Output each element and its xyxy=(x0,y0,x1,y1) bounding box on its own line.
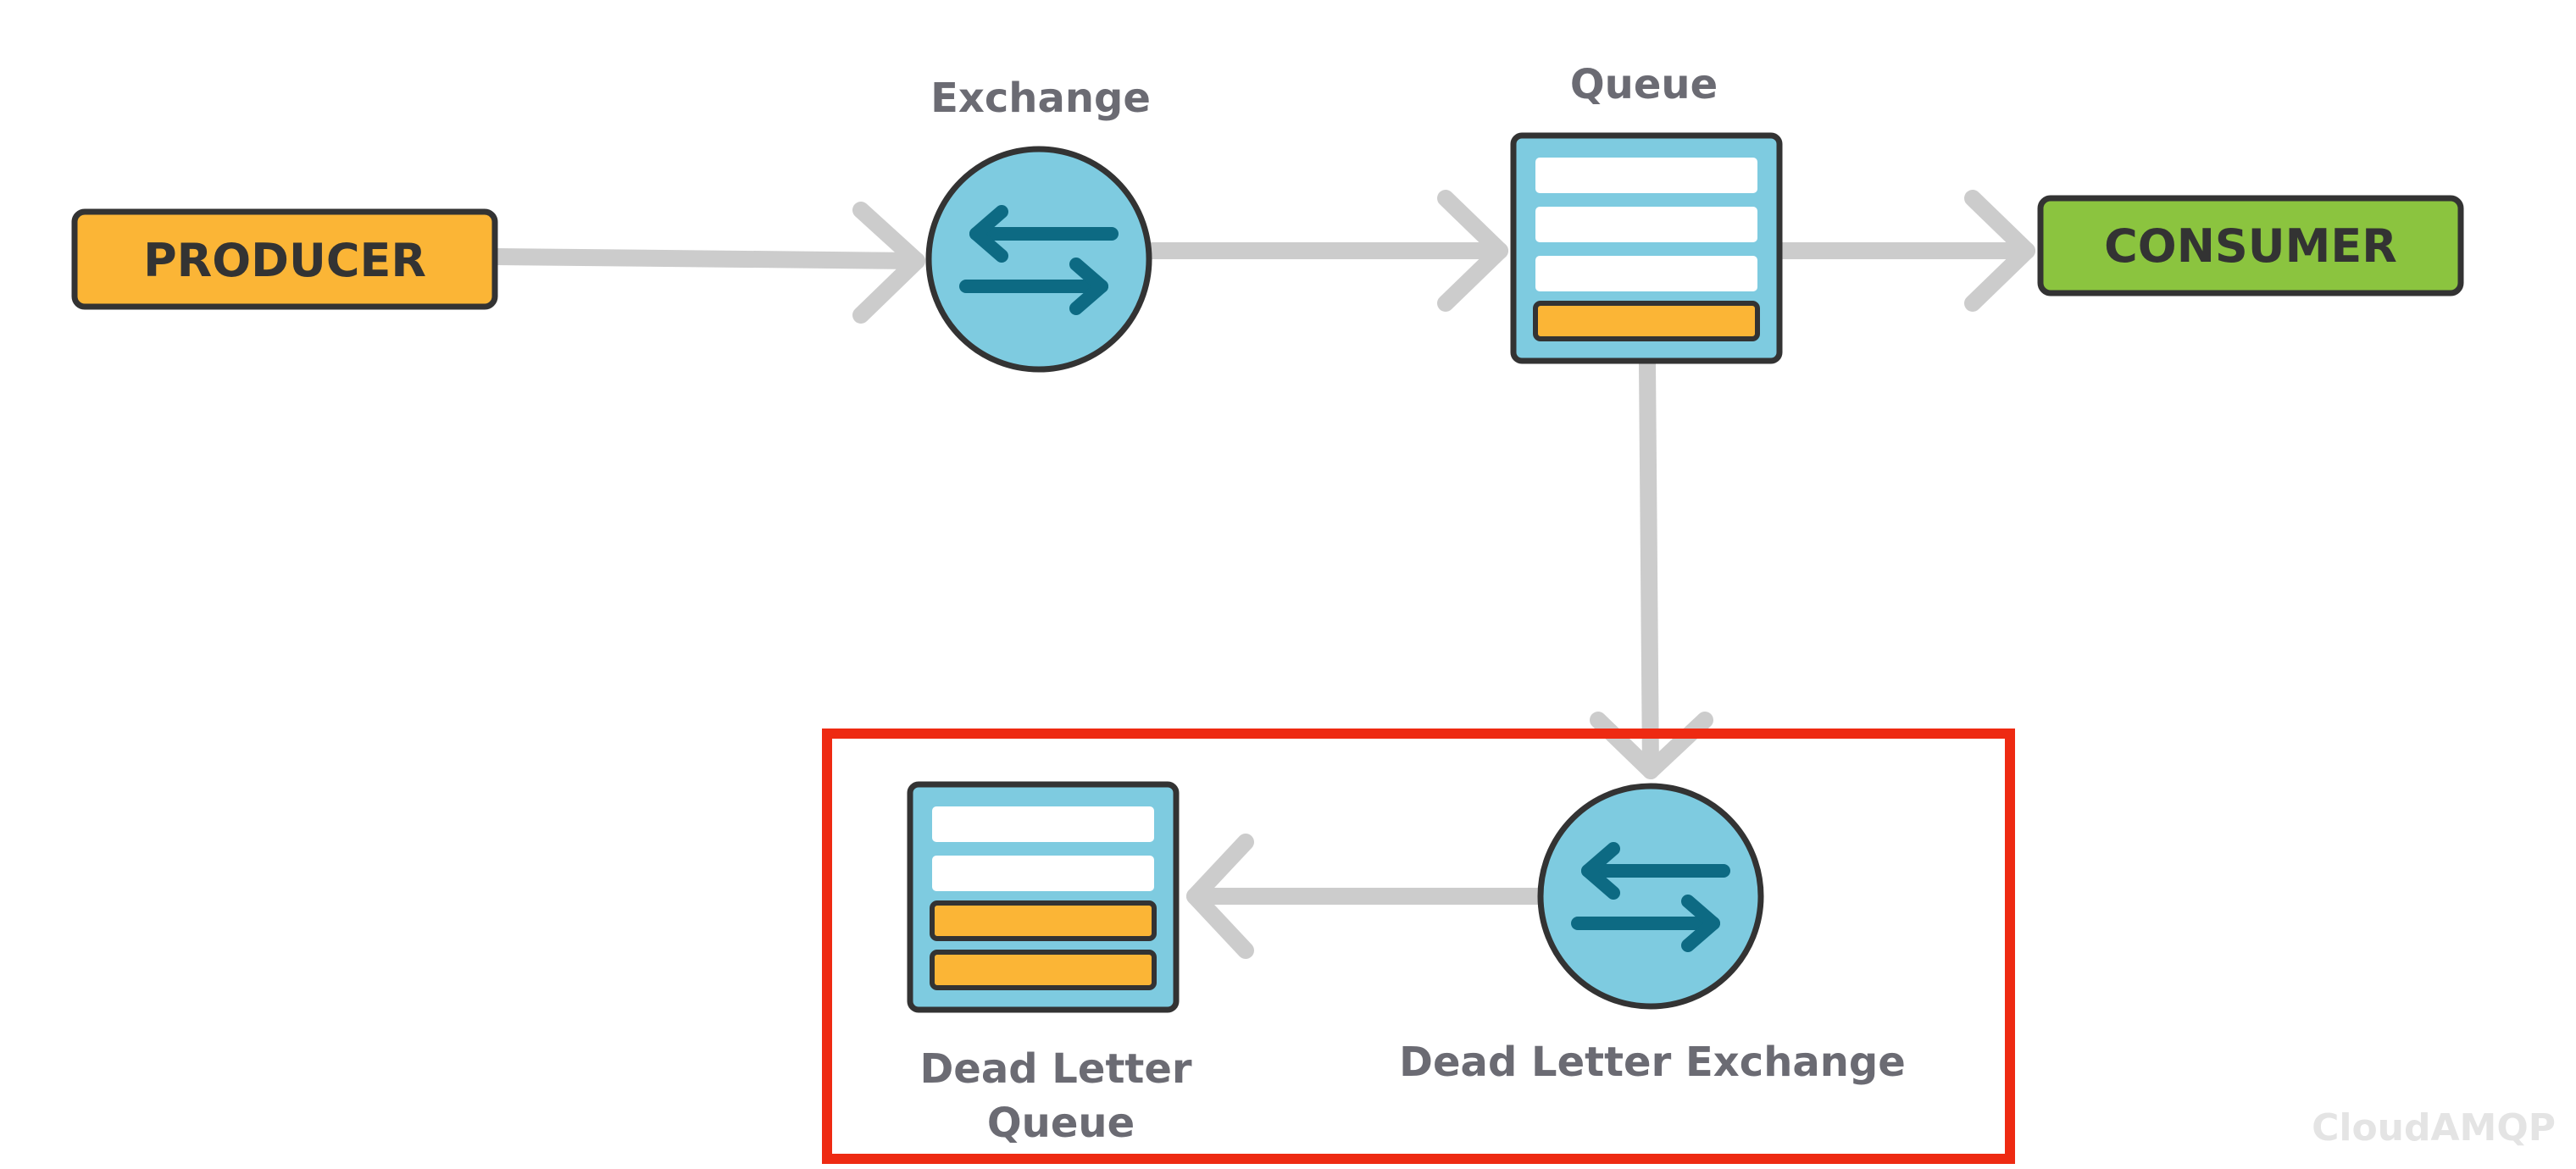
exchange-circle xyxy=(925,146,1152,373)
connector-producer-exchange xyxy=(487,248,925,269)
dead-letter-exchange-label: Dead Letter Exchange xyxy=(1399,1039,1906,1086)
consumer-label: CONSUMER xyxy=(2104,219,2397,273)
exchange-node: Exchange xyxy=(925,75,1152,373)
dlq-message-dead xyxy=(930,900,1157,941)
producer-box xyxy=(71,208,498,310)
producer-label: PRODUCER xyxy=(143,234,426,287)
arrowhead-to-queue xyxy=(1437,190,1508,312)
dead-letter-exchange-circle xyxy=(1537,783,1764,1010)
dead-letter-queue-label-line1: Dead Letter xyxy=(919,1045,1191,1093)
cloudamqp-watermark: CloudAMQP xyxy=(2312,1106,2556,1150)
queue-message-slot xyxy=(1535,256,1757,291)
dead-letter-queue-label-line2: Queue xyxy=(987,1100,1135,1147)
dead-letter-queue-node: Dead Letter Queue xyxy=(907,781,1192,1147)
dlq-message-dead xyxy=(930,950,1157,990)
consumer-box xyxy=(2037,195,2464,296)
dlq-message-slot xyxy=(932,806,1154,842)
queue-label: Queue xyxy=(1570,61,1718,108)
dead-letter-highlight-frame xyxy=(822,729,2015,1164)
producer-node: PRODUCER xyxy=(71,208,498,310)
swap-arrows-icon xyxy=(1571,842,1730,952)
arrowhead-to-consumer xyxy=(1964,190,2035,312)
queue-message-slot xyxy=(1535,207,1757,242)
connectors xyxy=(487,190,2035,959)
exchange-label: Exchange xyxy=(930,75,1151,122)
arrowhead-to-exchange xyxy=(852,202,925,324)
connector-queue-dlx xyxy=(1639,356,1659,779)
dead-letter-exchange-node: Dead Letter Exchange xyxy=(1399,783,1906,1086)
arrowhead-to-dlq xyxy=(1186,834,1254,959)
queue-message-slot xyxy=(1535,158,1757,193)
consumer-node: CONSUMER xyxy=(2037,195,2464,296)
dlq-message-slot xyxy=(932,856,1154,891)
queue-node: Queue xyxy=(1510,61,1783,364)
swap-arrows-icon xyxy=(959,205,1119,315)
queue-message-dead xyxy=(1533,301,1760,341)
